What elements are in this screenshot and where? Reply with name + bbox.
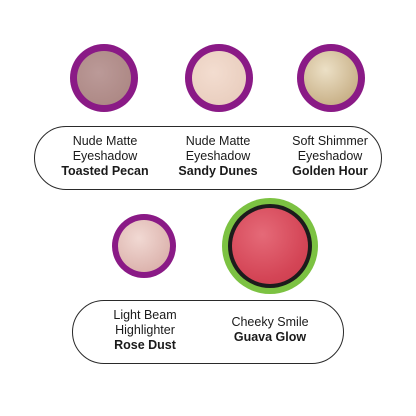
- shade-name: Golden Hour: [292, 164, 368, 178]
- swatch-golden-hour: [304, 51, 358, 105]
- pan-rose-dust: [112, 214, 176, 278]
- shade-name: Sandy Dunes: [178, 164, 258, 178]
- label-panel-top: [34, 126, 382, 190]
- shade-name: Rose Dust: [114, 338, 176, 352]
- product-type-line1: Nude Matte: [72, 134, 138, 148]
- label-golden-hour: Soft Shimmer Eyeshadow Golden Hour: [275, 134, 385, 179]
- label-toasted-pecan: Nude Matte Eyeshadow Toasted Pecan: [50, 134, 160, 179]
- swatch-rose-dust: [118, 220, 170, 272]
- shade-name: Guava Glow: [233, 330, 307, 344]
- label-guava-glow: Cheeky Smile Guava Glow: [215, 315, 325, 345]
- pan-golden-hour: [297, 44, 365, 112]
- product-type-line1: Cheeky Smile: [231, 315, 309, 329]
- product-type-line2: Eyeshadow: [185, 149, 251, 163]
- swatch-toasted-pecan: [77, 51, 131, 105]
- product-type-line1: Light Beam: [113, 308, 177, 322]
- pan-sandy-dunes: [185, 44, 253, 112]
- swatch-guava-glow-fill: [232, 208, 308, 284]
- pan-toasted-pecan: [70, 44, 138, 112]
- product-type-line2: Eyeshadow: [297, 149, 363, 163]
- swatch-sandy-dunes: [192, 51, 246, 105]
- product-type-line1: Nude Matte: [185, 134, 251, 148]
- label-rose-dust: Light Beam Highlighter Rose Dust: [90, 308, 200, 353]
- product-type-line1: Soft Shimmer: [292, 134, 368, 148]
- pan-guava-glow: [222, 198, 318, 294]
- label-sandy-dunes: Nude Matte Eyeshadow Sandy Dunes: [163, 134, 273, 179]
- product-type-line2: Highlighter: [115, 323, 175, 337]
- label-panel-bottom: [72, 300, 344, 364]
- shade-name: Toasted Pecan: [61, 164, 149, 178]
- product-type-line2: Eyeshadow: [72, 149, 138, 163]
